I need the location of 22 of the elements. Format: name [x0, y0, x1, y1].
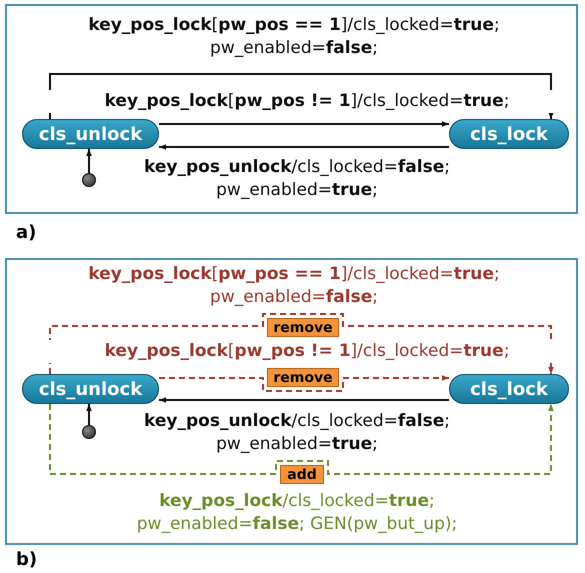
transition-arrow	[86, 149, 92, 173]
transition-arrow	[49, 404, 554, 475]
transition-arrow	[49, 313, 554, 374]
state-box: cls_unlock	[22, 119, 159, 149]
panel-caption: b)	[16, 549, 38, 570]
initial-state-dot	[82, 425, 96, 439]
state-box: cls_lock	[449, 119, 569, 149]
initial-state-dot	[82, 173, 96, 187]
transition-arrow	[159, 375, 449, 392]
transition-arrow	[159, 144, 449, 150]
state-box: cls_unlock	[22, 374, 159, 404]
change-tag: add	[280, 465, 324, 484]
transition-arrow	[49, 73, 554, 119]
change-tag: remove	[267, 318, 339, 337]
transition-arrow	[159, 397, 449, 403]
state-box: cls_lock	[449, 374, 569, 404]
transition-arrow	[159, 121, 449, 127]
diagram-panel	[5, 258, 578, 545]
diagram-panel	[5, 4, 578, 214]
panel-caption: a)	[16, 222, 36, 243]
transition-arrow	[86, 404, 92, 425]
change-tag: remove	[267, 368, 339, 387]
